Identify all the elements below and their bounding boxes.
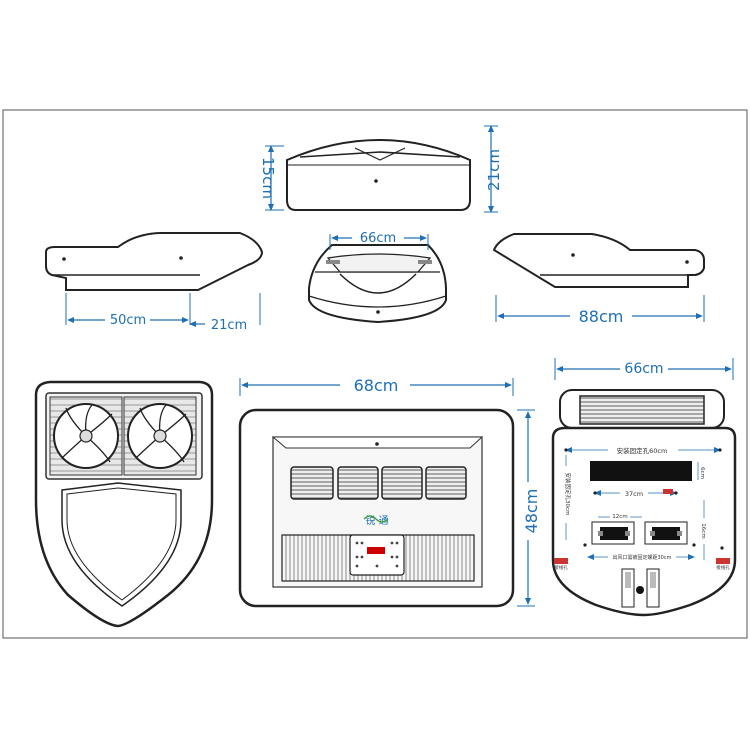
dim-front-width: 66cm <box>360 231 396 246</box>
mount-top-opening <box>590 461 692 481</box>
mount-vent-spacing-label: 出风口需被固定螺距30cm <box>613 554 672 561</box>
mount-opening-height: 6cm <box>699 467 705 479</box>
dim-left-depth: 50cm <box>110 313 146 328</box>
top-view: 15cm 21cm <box>259 125 503 213</box>
control-panel[interactable] <box>349 534 405 576</box>
vent-opening-left <box>600 527 628 540</box>
drain-hole-icon <box>636 586 644 594</box>
outer-frame <box>2 109 748 639</box>
mount-hole-label: 安装固定孔60cm <box>617 446 668 455</box>
dim-top-height: 15cm <box>259 157 277 199</box>
right-side-view: 88cm <box>492 233 705 326</box>
vent-opening-right <box>652 527 680 540</box>
dim-top-height2: 21cm <box>485 149 503 191</box>
mount-vent-height: 16cm <box>700 523 706 538</box>
indoor-panel-view: 68cm 锐 通 48cm <box>238 376 541 608</box>
red-tag-right: 接线孔 <box>716 564 730 571</box>
dim-right-length: 88cm <box>579 307 624 326</box>
front-view: 66cm <box>308 231 447 324</box>
display-readout <box>367 547 385 554</box>
mount-side-label: 安装固定孔30cm <box>564 473 572 516</box>
mounting-template-view: 66cm 安装固定孔60cm 6cm 37cm 安装固定孔30cm 12cm 1… <box>551 358 737 617</box>
dim-left-rear: 21cm <box>211 318 247 333</box>
fan-unit-top-view <box>34 380 214 628</box>
left-side-view: 50cm 21cm <box>45 232 264 333</box>
mount-opening-width: 37cm <box>625 490 643 498</box>
dim-mount-width: 66cm <box>624 361 663 377</box>
mount-vent-width: 12cm <box>612 514 627 520</box>
dim-bottom-height: 48cm <box>522 489 541 534</box>
dim-bottom-width: 68cm <box>354 376 399 395</box>
red-tag-left: 接线孔 <box>554 564 568 571</box>
